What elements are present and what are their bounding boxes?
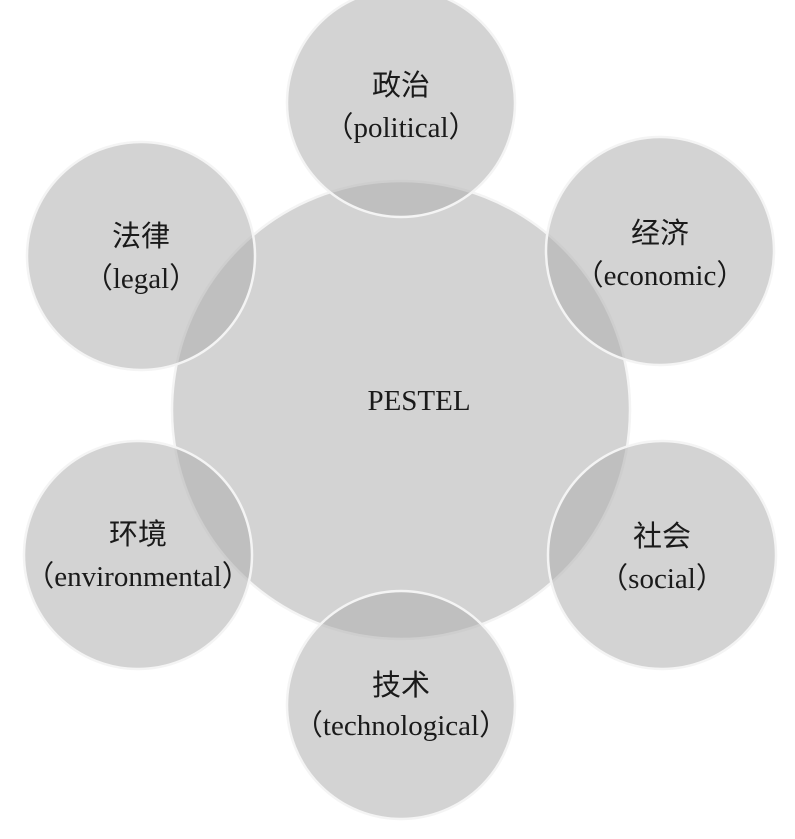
social-circle (546, 439, 778, 671)
legal-en-label: （legal） (84, 263, 198, 295)
economic-zh-label: 经济 (631, 217, 689, 250)
technological-zh-label: 技术 (372, 669, 430, 702)
legal-circle (25, 140, 257, 372)
factor-environmental: 环境 （environmental） (22, 439, 254, 671)
political-circle (285, 0, 517, 219)
technological-en-label: （technological） (294, 710, 508, 742)
legal-zh-label: 法律 (112, 220, 170, 253)
factor-social: 社会 （social） (546, 439, 778, 671)
technological-circle (285, 589, 517, 821)
political-en-label: （political） (324, 112, 477, 144)
environmental-en-label: （environmental） (25, 561, 251, 593)
factor-technological: 技术 （technological） (285, 589, 517, 821)
economic-en-label: （economic） (575, 260, 746, 292)
social-en-label: （social） (599, 563, 725, 595)
center-label: PESTEL (367, 385, 470, 417)
environmental-zh-label: 环境 (109, 518, 167, 551)
factor-legal: 法律 （legal） (25, 140, 257, 372)
social-zh-label: 社会 (633, 520, 691, 553)
factor-political: 政治 （political） (285, 0, 517, 219)
factor-economic: 经济 （economic） (544, 135, 776, 367)
political-zh-label: 政治 (372, 69, 430, 102)
environmental-circle (22, 439, 254, 671)
center-node: PESTEL (170, 179, 632, 641)
economic-circle (544, 135, 776, 367)
